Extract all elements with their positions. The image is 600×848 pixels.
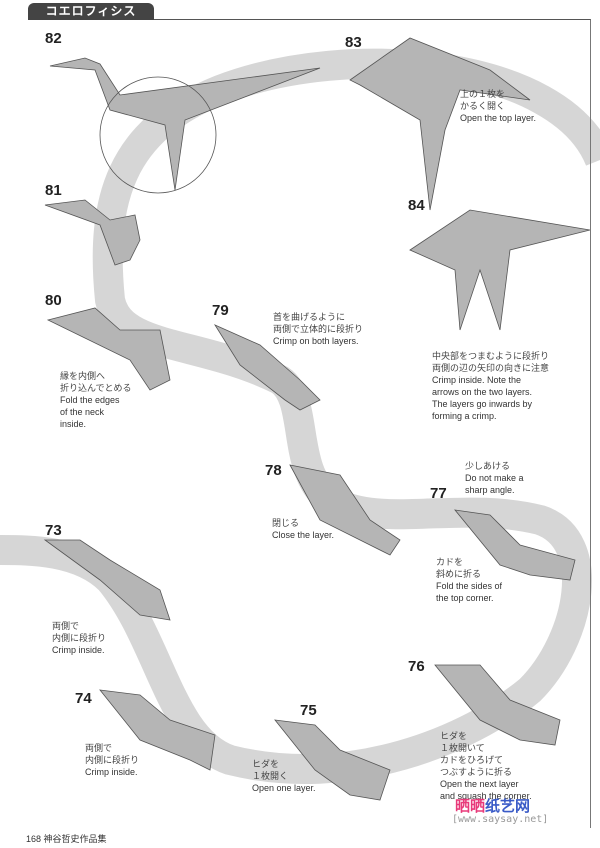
figure-81 (44, 199, 141, 266)
figure-73 (43, 539, 171, 621)
step-number: 82 (45, 30, 62, 47)
step-number: 78 (265, 462, 282, 479)
figure-75 (274, 719, 391, 801)
chapter-tab: コエロフィシス (28, 3, 154, 20)
figure-80 (46, 307, 171, 391)
step-number: 74 (75, 690, 92, 707)
book-title: 神谷哲史作品集 (43, 834, 107, 844)
step-number: 80 (45, 292, 62, 309)
step-number: 84 (408, 197, 425, 214)
page-number: 168 (26, 834, 42, 844)
watermark-logo: 晒晒纸艺网 (455, 798, 531, 815)
figure-82 (49, 57, 321, 191)
step-number: 77 (430, 485, 447, 502)
figure-84 (409, 209, 591, 331)
figure-79 (213, 324, 321, 411)
step-number: 79 (212, 302, 229, 319)
step-number: 75 (300, 702, 317, 719)
step-number: 83 (345, 34, 362, 51)
page-frame (28, 19, 591, 828)
page-footer: 168 神谷哲史作品集 (26, 832, 107, 845)
step-number: 81 (45, 182, 62, 199)
figure-83 (349, 37, 531, 211)
detail-circle (99, 76, 217, 194)
step-number: 73 (45, 522, 62, 539)
figure-74 (99, 689, 216, 771)
figure-77 (454, 509, 576, 581)
watermark-url: [www.saysay.net] (452, 814, 549, 825)
step-number: 76 (408, 658, 425, 675)
figure-78 (289, 464, 401, 556)
figure-76 (434, 664, 561, 746)
